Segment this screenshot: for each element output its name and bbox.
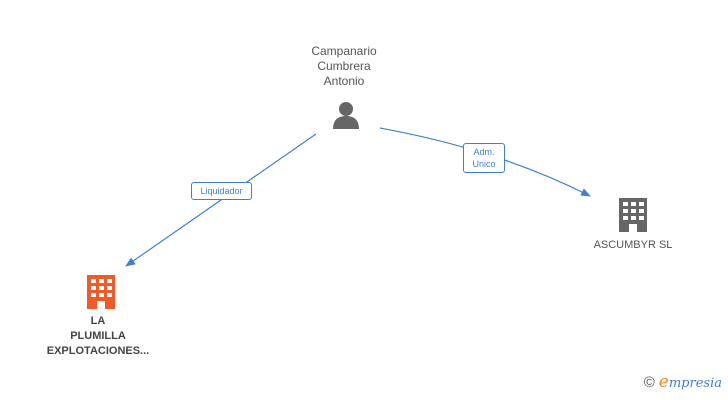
edge-liquidador bbox=[125, 133, 317, 267]
empresia-logo[interactable]: empresia bbox=[659, 372, 722, 392]
brand-initial: e bbox=[658, 372, 669, 392]
person-icon[interactable] bbox=[330, 100, 362, 130]
company-right-label[interactable]: ASCUMBYR SL bbox=[593, 239, 673, 251]
person-node-label[interactable]: Campanario Cumbrera Antonio bbox=[311, 44, 377, 88]
edge-label-liquidador: Liquidador bbox=[191, 182, 252, 200]
brand-footer: © empresia bbox=[644, 372, 722, 392]
edge-label-adm-unico: Adm. Unico bbox=[463, 143, 505, 173]
building-icon[interactable] bbox=[84, 275, 118, 309]
copyright-icon: © bbox=[643, 373, 655, 391]
building-icon[interactable] bbox=[618, 198, 648, 232]
brand-rest: mpresia bbox=[668, 376, 722, 391]
company-left-label[interactable]: LA PLUMILLA EXPLOTACIONES... bbox=[46, 315, 150, 357]
